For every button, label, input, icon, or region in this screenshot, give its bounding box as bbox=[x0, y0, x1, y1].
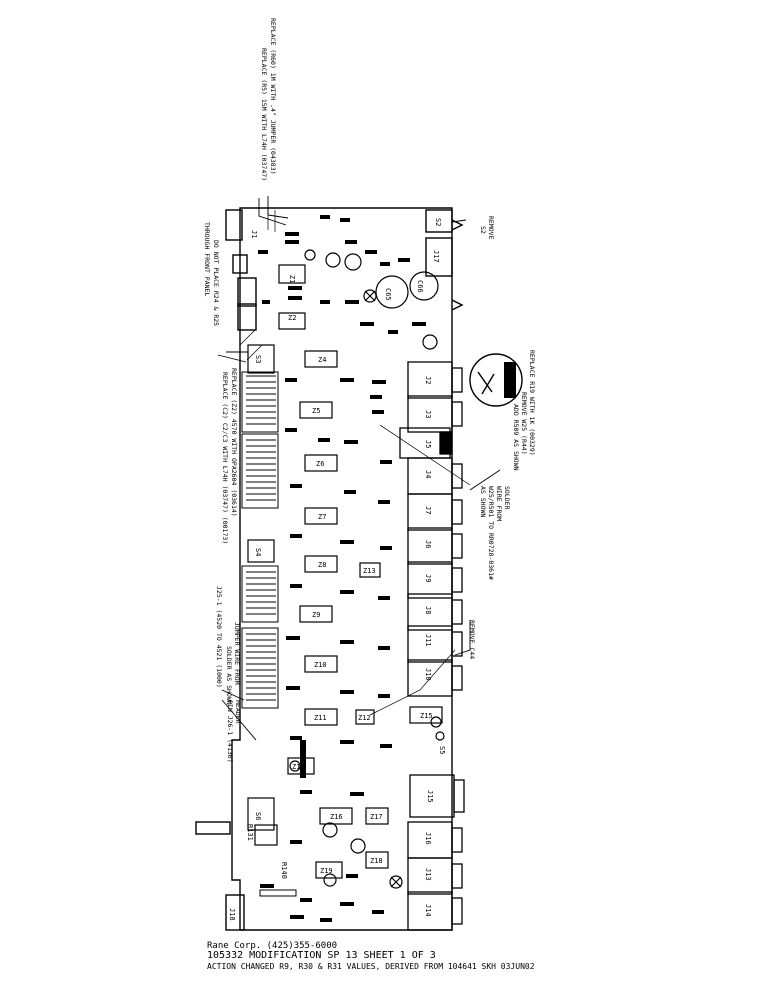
component-footprints bbox=[258, 215, 426, 922]
svg-text:S6: S6 bbox=[254, 812, 262, 820]
svg-text:J5: J5 bbox=[424, 440, 432, 448]
note-solder: SOLDER bbox=[503, 486, 511, 510]
svg-text:J16: J16 bbox=[424, 832, 432, 845]
svg-text:J3: J3 bbox=[424, 410, 432, 418]
dip-switch-bank bbox=[241, 371, 279, 709]
svg-text:J4: J4 bbox=[424, 470, 432, 478]
svg-text:J11: J11 bbox=[424, 634, 432, 647]
note-replace-r60: REPLACE (R60) 1M WITH .4" JUMPER (04383) bbox=[269, 18, 277, 175]
svg-text:J2: J2 bbox=[424, 376, 432, 384]
svg-text:Z18: Z18 bbox=[370, 857, 383, 865]
svg-text:Z19: Z19 bbox=[320, 867, 333, 875]
note-do-not-place: DO NOT PLACE R24 & R25 bbox=[212, 240, 220, 326]
note-replace-c2: REPLACE (C2) C2/C3 WITH L74H (03747) (00… bbox=[221, 372, 229, 544]
svg-text:Z11: Z11 bbox=[314, 714, 327, 722]
jack-row bbox=[399, 361, 465, 931]
svg-text:Z9: Z9 bbox=[312, 611, 320, 619]
svg-text:C65: C65 bbox=[384, 288, 392, 301]
svg-text:S5: S5 bbox=[438, 746, 446, 754]
svg-text:Z10: Z10 bbox=[314, 661, 327, 669]
svg-text:J8: J8 bbox=[424, 606, 432, 614]
component-labels: Z1 Z2 Z4 Z5 Z6 Z7 Z8 Z9 Z10 Z11 Z12 Z13 … bbox=[228, 218, 446, 921]
svg-text:S2: S2 bbox=[434, 218, 442, 226]
svg-text:Z13: Z13 bbox=[363, 567, 376, 575]
svg-text:R131: R131 bbox=[246, 824, 254, 841]
svg-text:Z15: Z15 bbox=[420, 712, 433, 720]
svg-text:J10: J10 bbox=[424, 668, 432, 681]
note-remove-w25: REMOVE W25 (R44) bbox=[520, 392, 528, 455]
note-wire-from: WIRE FROM bbox=[495, 486, 503, 521]
svg-text:Z5: Z5 bbox=[312, 407, 320, 415]
svg-text:Z1: Z1 bbox=[288, 275, 296, 283]
note-jumper-wire: JUMPER WIRE FROM bbox=[233, 622, 241, 685]
note-replace-r19: REPLACE R19 WITH 1K (00329) bbox=[528, 350, 536, 456]
footer-company: Rane Corp. (425)355-6000 bbox=[207, 941, 338, 951]
svg-text:J14: J14 bbox=[424, 904, 432, 917]
note-replace-z2: REPLACE (Z2) 4570 WITH OPA2604 (03614) bbox=[230, 368, 238, 517]
detail-magnifier bbox=[469, 353, 523, 407]
note-remove-s2-ref: S2 bbox=[479, 226, 487, 234]
svg-text:Z6: Z6 bbox=[316, 460, 324, 468]
note-j25: J25-1 (4520 TO 4521 (1000) bbox=[215, 586, 223, 688]
svg-text:Z8: Z8 bbox=[318, 561, 326, 569]
svg-text:J18: J18 bbox=[228, 908, 236, 921]
svg-text:Z17: Z17 bbox=[370, 813, 383, 821]
svg-text:C66: C66 bbox=[416, 280, 424, 293]
svg-text:S3: S3 bbox=[254, 355, 262, 363]
capacitors bbox=[289, 249, 445, 889]
footer-title: 105332 MODIFICATION SP 13 SHEET 1 OF 3 bbox=[207, 950, 436, 961]
svg-text:J9: J9 bbox=[424, 574, 432, 582]
svg-text:S4: S4 bbox=[254, 548, 262, 556]
note-pin: PIN J26-1 (4130) bbox=[226, 700, 234, 763]
svg-text:J17: J17 bbox=[432, 250, 440, 263]
footer-action: ACTION CHANGED R9, R30 & R31 VALUES, DER… bbox=[207, 962, 535, 971]
svg-text:J1: J1 bbox=[250, 230, 258, 238]
note-as-shown: AS SHOWN bbox=[479, 486, 487, 517]
ic-blocks bbox=[247, 264, 443, 879]
modification-notes: REPLACE (R60) 1M WITH .4" JUMPER (04383)… bbox=[203, 18, 536, 763]
note-through-panel: THROUGH FRONT PANEL bbox=[203, 222, 211, 296]
note-replace-r5: REPLACE (R5) 15M WITH L74H (03747) bbox=[260, 48, 268, 181]
svg-text:J7: J7 bbox=[424, 506, 432, 514]
svg-text:J6: J6 bbox=[424, 540, 432, 548]
leader-lines bbox=[217, 196, 501, 741]
svg-text:J15: J15 bbox=[426, 790, 434, 803]
note-add-r509: ADD R509 AS SHOWN bbox=[512, 404, 520, 471]
svg-text:Z16: Z16 bbox=[330, 813, 343, 821]
svg-text:J13: J13 bbox=[424, 868, 432, 881]
svg-text:Z14: Z14 bbox=[292, 763, 305, 771]
svg-text:Z2: Z2 bbox=[288, 314, 296, 322]
svg-text:R140: R140 bbox=[280, 862, 288, 879]
note-header: HEADER bbox=[234, 700, 242, 724]
traces bbox=[239, 210, 471, 716]
note-solder-as: SOLDER AS SHOWN bbox=[225, 646, 233, 705]
note-remove-c44: REMOVE C44 bbox=[468, 620, 476, 659]
svg-text:Z4: Z4 bbox=[318, 356, 326, 364]
note-to-lead: W25/R501 TO RR0728-0361# bbox=[487, 486, 495, 580]
note-remove-s2: REMOVE bbox=[487, 216, 495, 240]
svg-text:Z7: Z7 bbox=[318, 513, 326, 521]
svg-text:Z12: Z12 bbox=[358, 714, 371, 722]
